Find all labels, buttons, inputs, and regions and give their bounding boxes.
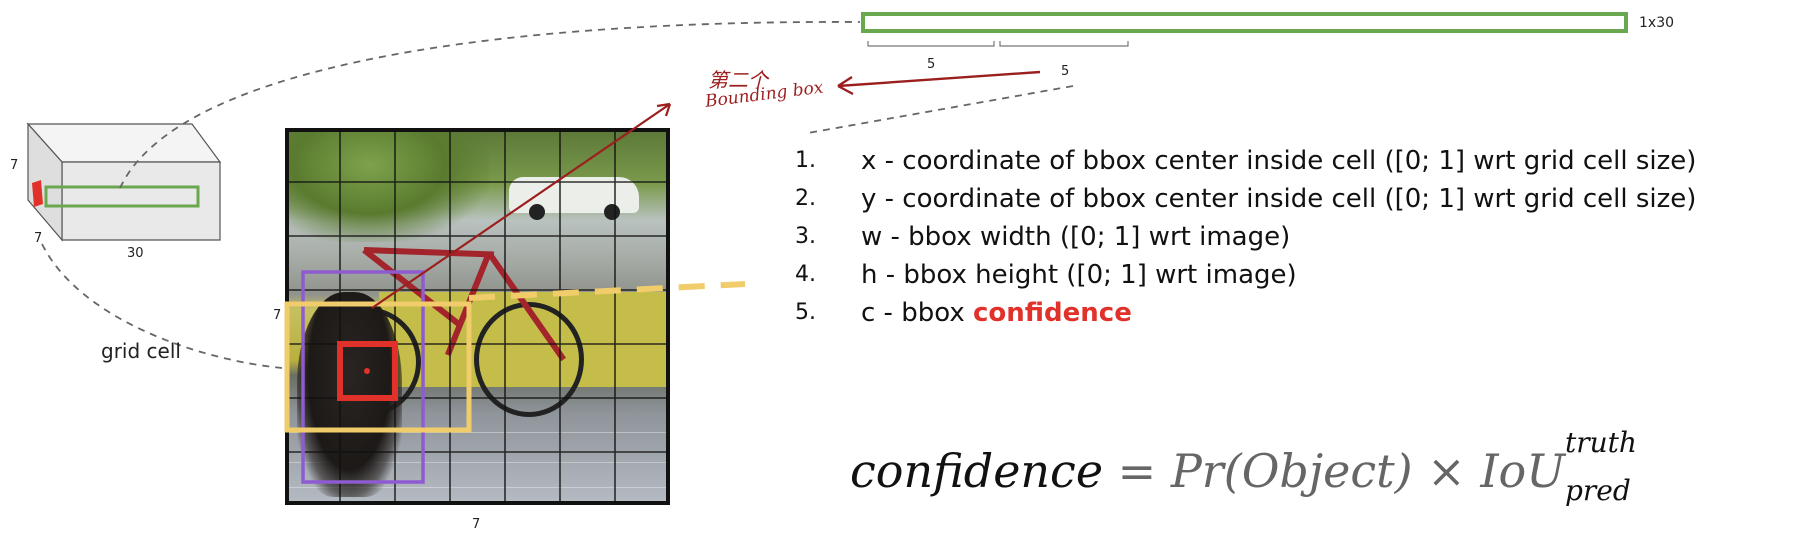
vector-size-label: 1x30 [1639, 15, 1674, 31]
yellow-bbox [284, 301, 472, 433]
list-number: 4. [795, 262, 816, 287]
tensor-cell-vector [44, 185, 200, 208]
annotation-arrow-head [656, 102, 672, 117]
list-number: 2. [795, 186, 816, 211]
truck-wheel [604, 204, 620, 220]
brace-3-label: 5 [1061, 64, 1069, 79]
floor-board [289, 462, 666, 463]
grid-left-label: 7 [273, 308, 281, 323]
list-text: x - coordinate of bbox center inside cel… [861, 146, 1697, 176]
tensor-height-label: 7 [10, 158, 18, 173]
list-number: 1. [795, 148, 816, 173]
dog [297, 292, 402, 497]
formula-superscript: truth [1564, 426, 1637, 459]
annotation-pointer-head [837, 75, 854, 96]
list-item: 2. y - coordinate of bbox center inside c… [795, 180, 1780, 218]
image-grid [285, 128, 670, 505]
output-tensor [26, 122, 222, 242]
floor-board [289, 487, 666, 488]
formula-lhs: confidence [850, 444, 1104, 498]
list-text: h - bbox height ([0; 1] wrt image) [861, 260, 1297, 290]
list-item: 4. h - bbox height ([0; 1] wrt image) [795, 256, 1780, 294]
bbox-attribute-list: 1. x - coordinate of bbox center inside c… [795, 142, 1780, 332]
top-output-vector [861, 12, 1628, 33]
formula-rhs: = Pr(Object) × IoU [1103, 444, 1565, 498]
list-item: 1. x - coordinate of bbox center inside c… [795, 142, 1780, 180]
list-number: 3. [795, 224, 816, 249]
floor-board [289, 432, 666, 433]
cell-center-dot [364, 368, 370, 374]
connector-tensor-to-vector [119, 21, 861, 189]
list-item: 3. w - bbox width ([0; 1] wrt image) [795, 218, 1780, 256]
grid-cell-label: grid cell [101, 339, 181, 363]
red-cell-highlight [337, 341, 398, 401]
tree-foliage [289, 132, 489, 242]
list-text: c - bbox [861, 298, 973, 328]
yellow-dashed-pointer [468, 281, 746, 301]
brace-1 [867, 41, 995, 47]
tensor-depth-label: 7 [34, 231, 42, 246]
list-text: w - bbox width ([0; 1] wrt image) [861, 222, 1291, 252]
confidence-highlight: confidence [972, 298, 1132, 328]
grid-bottom-label: 7 [472, 517, 480, 532]
annotation-arrow-line [371, 103, 671, 309]
tensor-red-cell [32, 180, 43, 207]
annotation-pointer-line [837, 70, 1041, 88]
brace-2 [999, 41, 1129, 47]
brace-1-label: 5 [927, 57, 935, 72]
truck-wheel [529, 204, 545, 220]
dog-bicycle-photo [285, 128, 670, 505]
tensor-width-label: 30 [127, 246, 144, 261]
connector-vector-to-list [807, 85, 1074, 134]
handwritten-annotation-line1: 第二个 [708, 68, 768, 92]
list-item: 5. c - bbox confidence [795, 294, 1780, 332]
formula-subscript: pred [1564, 474, 1631, 507]
list-number: 5. [795, 300, 816, 325]
purple-bbox [301, 270, 425, 484]
list-text: y - coordinate of bbox center inside cel… [861, 184, 1697, 214]
